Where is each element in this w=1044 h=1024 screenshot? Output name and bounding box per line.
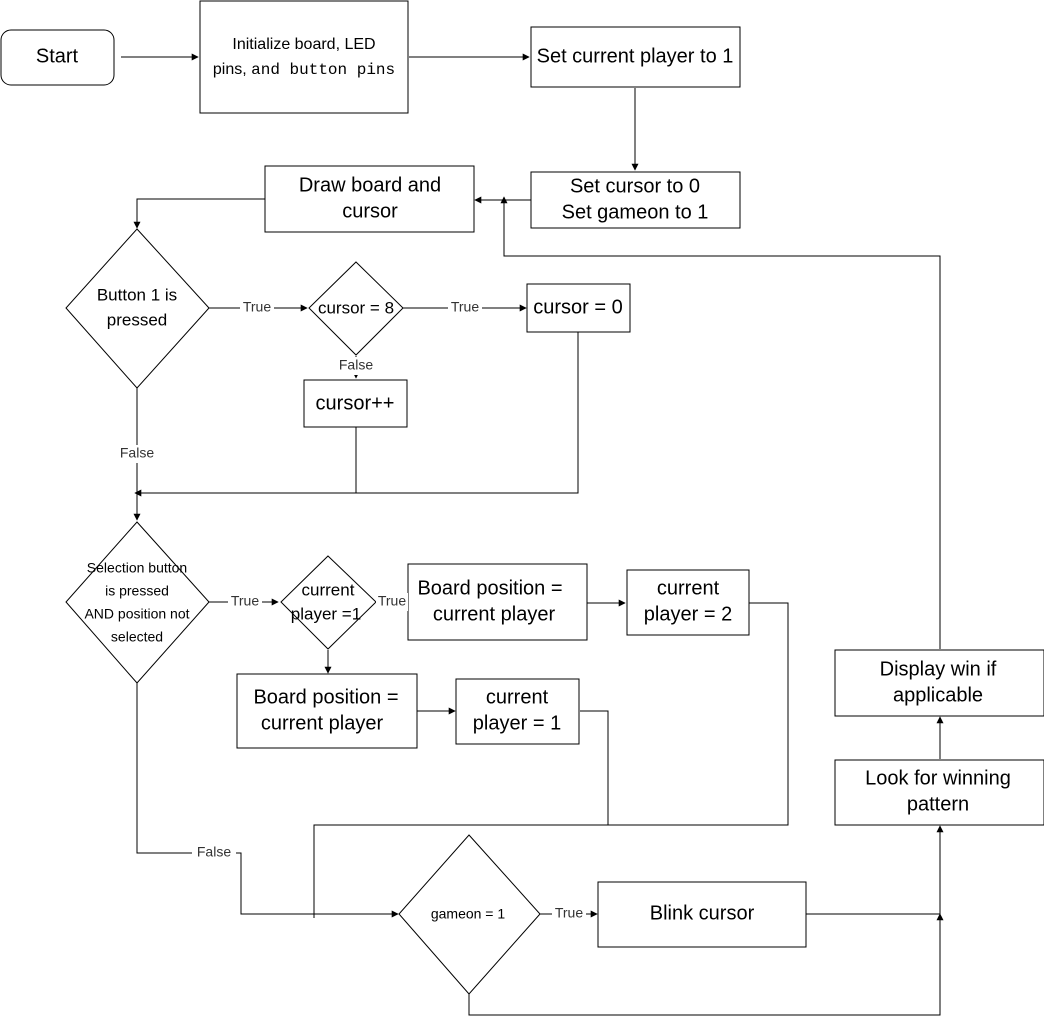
edge-label-sel-true: True bbox=[231, 593, 259, 609]
display-win-label-line2: applicable bbox=[893, 684, 983, 706]
cursor-eq8-decision: cursor = 8 bbox=[308, 261, 404, 356]
edge-draw-to-btn1 bbox=[133, 198, 265, 229]
selection-label-line1: Selection button bbox=[87, 560, 187, 576]
start-node: Start bbox=[0, 29, 115, 86]
edge-p1-return bbox=[580, 710, 609, 825]
gameon-label: gameon = 1 bbox=[431, 906, 506, 922]
cursor-increment-node: cursor++ bbox=[303, 379, 408, 428]
look-for-win-node: Look for winning pattern bbox=[834, 759, 1044, 826]
board-position-node-a: Board position = current player bbox=[407, 563, 588, 641]
set-player1-node: current player = 1 bbox=[455, 678, 580, 745]
current-player-label-line2: player =1 bbox=[291, 604, 361, 623]
init-node: Initialize board, LED pins, and button p… bbox=[199, 0, 409, 114]
selection-label-line3: AND position not bbox=[84, 606, 189, 622]
draw-board-label-line2: cursor bbox=[342, 200, 398, 222]
board-position-node-b: Board position = current player bbox=[236, 673, 418, 749]
selection-decision: Selection button is pressed AND position… bbox=[65, 521, 210, 684]
set-player1-label-line2: player = 1 bbox=[473, 712, 561, 734]
edge-gameon-false-to-look bbox=[468, 913, 944, 1016]
current-player-label-line1: current bbox=[302, 580, 355, 599]
edge-label-eq8-true: True bbox=[451, 299, 479, 315]
current-player-decision: current player =1 bbox=[280, 555, 377, 650]
edge-label-gameon-true: True bbox=[555, 905, 583, 921]
set-player-label: Set current player to 1 bbox=[537, 45, 734, 67]
display-win-node: Display win if applicable bbox=[834, 649, 1044, 717]
cursor-reset-label: cursor = 0 bbox=[533, 296, 622, 318]
nodes: Start Initialize board, LED pins, and bu… bbox=[0, 0, 1044, 995]
button1-label-line2: pressed bbox=[107, 310, 167, 329]
gameon-decision: gameon = 1 bbox=[398, 834, 541, 995]
init-label-line2: pins, and button pins bbox=[213, 61, 395, 79]
cursor-reset-node: cursor = 0 bbox=[526, 283, 631, 333]
blink-cursor-label: Blink cursor bbox=[650, 902, 755, 924]
edge-display-to-setcursor bbox=[500, 196, 941, 649]
board-position-b-label-line2: current player bbox=[261, 712, 384, 734]
edge-labels: True True False False True True False Tr… bbox=[115, 299, 586, 923]
button1-decision: Button 1 is pressed bbox=[65, 228, 210, 389]
edge-sel-false bbox=[136, 683, 399, 918]
selection-label-line2: is pressed bbox=[105, 583, 169, 599]
draw-board-node: Draw board and cursor bbox=[264, 165, 475, 233]
edge-label-cp-true: True bbox=[378, 593, 406, 609]
board-position-a-label-line1: Board position = bbox=[417, 577, 562, 599]
edge-p2-return bbox=[313, 602, 789, 918]
edge-label-btn1-false: False bbox=[120, 445, 154, 461]
init-label-line1: Initialize board, LED bbox=[232, 36, 375, 53]
set-player-node: Set current player to 1 bbox=[530, 26, 741, 88]
edge-label-eq8-false: False bbox=[339, 357, 373, 373]
set-player2-node: current player = 2 bbox=[626, 569, 750, 636]
edge-label-btn1-true: True bbox=[243, 299, 271, 315]
start-label: Start bbox=[36, 45, 79, 67]
selection-label-line4: selected bbox=[111, 629, 163, 645]
set-cursor-label-line1: Set cursor to 0 bbox=[570, 175, 700, 197]
display-win-label-line1: Display win if bbox=[880, 658, 997, 680]
set-player2-label-line2: player = 2 bbox=[644, 603, 732, 625]
draw-board-label-line1: Draw board and bbox=[299, 174, 441, 196]
board-position-b-label-line1: Board position = bbox=[253, 686, 398, 708]
button1-label-line1: Button 1 is bbox=[97, 285, 177, 304]
cursor-eq8-label: cursor = 8 bbox=[318, 298, 394, 317]
blink-cursor-node: Blink cursor bbox=[597, 881, 807, 948]
set-player1-label-line1: current bbox=[486, 686, 549, 708]
cursor-increment-label: cursor++ bbox=[316, 392, 395, 414]
edge-blink-to-look bbox=[806, 825, 944, 915]
look-for-win-label-line1: Look for winning bbox=[865, 767, 1011, 789]
board-position-a-label-line2: current player bbox=[433, 603, 556, 625]
set-player2-label-line1: current bbox=[657, 577, 720, 599]
set-cursor-label-line2: Set gameon to 1 bbox=[562, 201, 709, 223]
set-cursor-node: Set cursor to 0 Set gameon to 1 bbox=[530, 171, 741, 229]
edge-label-sel-false: False bbox=[197, 844, 231, 860]
look-for-win-label-line2: pattern bbox=[907, 793, 969, 815]
edge-reset-to-merge bbox=[134, 332, 579, 497]
